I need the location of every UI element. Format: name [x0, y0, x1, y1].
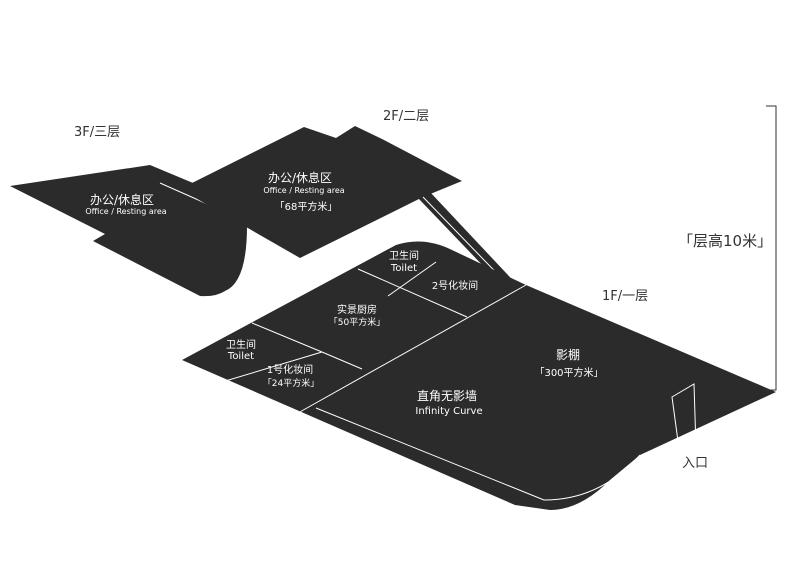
f3-office-en: Office / Resting area — [85, 207, 166, 216]
toilet-top-zh: 卫生间 — [389, 249, 419, 262]
divider-curve-end — [543, 454, 641, 501]
divider-main-diagonal — [297, 284, 527, 414]
f3-office-zh: 办公/休息区 — [90, 192, 154, 207]
studio-area: 「300平方米」 — [534, 366, 603, 379]
room-kitchen: 实景厨房 「50平方米」 — [329, 303, 385, 328]
studio-zh: 影棚 — [556, 347, 580, 362]
toilet-left-en: Toilet — [227, 351, 254, 362]
makeup1-zh: 1号化妆间 — [267, 363, 313, 376]
height-bracket — [764, 105, 777, 391]
toilet-left-zh: 卫生间 — [226, 338, 256, 351]
toilet-top-en: Toilet — [390, 263, 417, 274]
f2-office-area: 「68平方米」 — [275, 200, 338, 213]
divider-makeup1-top — [221, 351, 323, 383]
room-makeup-2: 2号化妆间 — [432, 279, 478, 292]
makeup1-area: 「24平方米」 — [263, 377, 319, 389]
room-makeup-1: 1号化妆间 「24平方米」 — [263, 363, 319, 389]
stairway — [418, 192, 522, 294]
room-f2-office: 办公/休息区 Office / Resting area 「68平方米」 — [263, 170, 344, 213]
infinity-en: Infinity Curve — [415, 406, 482, 417]
entrance-door — [671, 383, 697, 457]
floor-label-2f: 2F/二层 — [383, 109, 429, 124]
divider-toilet-top — [387, 261, 437, 297]
kitchen-zh: 实景厨房 — [337, 303, 377, 316]
floor-label-1f: 1F/一层 — [602, 289, 648, 304]
room-studio: 影棚 「300平方米」 — [534, 347, 603, 379]
room-infinity-curve: 直角无影墙 Infinity Curve — [415, 389, 482, 417]
f2-office-en: Office / Resting area — [263, 186, 344, 195]
room-f3-office: 办公/休息区 Office / Resting area — [85, 192, 166, 216]
height-label: 「层高10米」 — [678, 232, 772, 250]
room-toilet-top: 卫生间 Toilet — [389, 249, 419, 274]
divider-toilet-left — [251, 322, 323, 353]
divider-makeup1-right — [321, 351, 363, 370]
room-toilet-left: 卫生间 Toilet — [226, 338, 256, 362]
divider-kitchen-top — [357, 268, 468, 318]
entrance-label: 入口 — [682, 456, 708, 471]
floor-1f-slab — [182, 241, 776, 510]
divider-infinity-edge — [315, 407, 545, 501]
f2-office-zh: 办公/休息区 — [268, 170, 332, 185]
floor-label-3f: 3F/三层 — [74, 125, 120, 140]
floor-1f — [182, 241, 776, 510]
floor-3f-slab — [10, 165, 248, 297]
infinity-zh: 直角无影墙 — [417, 389, 477, 403]
makeup2-zh: 2号化妆间 — [432, 279, 478, 292]
kitchen-area: 「50平方米」 — [329, 316, 385, 328]
floor-2f-slab — [178, 126, 462, 258]
